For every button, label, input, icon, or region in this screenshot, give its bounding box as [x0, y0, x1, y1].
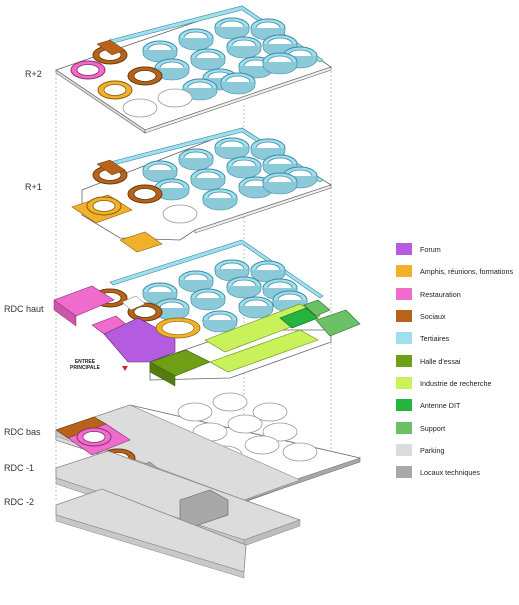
legend-swatch: [396, 265, 412, 277]
legend-item-locaux-techniques: Locaux techniques: [396, 465, 480, 479]
legend-label: Parking: [420, 445, 445, 455]
entrance-label: ENTREE PRINCIPALE: [70, 359, 100, 371]
legend-item-halle-essai: Halle d'essai: [396, 354, 461, 368]
level-label-rdc-m1: RDC -1: [4, 463, 35, 473]
legend-swatch: [396, 243, 412, 255]
level-label-rdc-haut: RDC haut: [4, 304, 44, 314]
legend-item-sociaux: Sociaux: [396, 309, 446, 323]
legend-label: Industrie de recherche: [420, 378, 492, 388]
level-r1-slab: [71, 127, 332, 253]
legend-label: Antenne DIT: [420, 400, 461, 410]
legend-label: Locaux techniques: [420, 467, 480, 477]
level-rdc-haut-slab: [53, 239, 361, 387]
legend-swatch: [396, 355, 412, 367]
level-label-rdc-m2: RDC -2: [4, 497, 35, 507]
legend-item-restauration: Restauration: [396, 287, 461, 301]
legend-item-tertiaires: Tertiaires: [396, 331, 449, 345]
legend-swatch: [396, 444, 412, 456]
legend-swatch: [396, 310, 412, 322]
legend-swatch: [396, 466, 412, 478]
legend-label: Halle d'essai: [420, 356, 461, 366]
legend-item-parking: Parking: [396, 443, 444, 457]
legend-item-industrie: Industrie de recherche: [396, 376, 492, 390]
level-r2-slab: [55, 5, 332, 134]
legend-swatch: [396, 377, 412, 389]
legend-label: Amphis, réunions, formations: [420, 266, 514, 276]
legend-label: Support: [420, 423, 446, 433]
legend-swatch: [396, 332, 412, 344]
legend-label: Restauration: [420, 289, 461, 299]
legend-label: Sociaux: [420, 311, 446, 321]
entrance-line1: ENTREE: [74, 359, 96, 365]
level-rdc-m2-slab: [55, 488, 247, 579]
entrance-line2: PRINCIPALE: [70, 364, 100, 371]
level-label-r1: R+1: [25, 182, 42, 192]
legend-swatch: [396, 399, 412, 411]
legend-swatch: [396, 288, 412, 300]
entrance-arrow-icon: [122, 366, 128, 371]
legend-item-antenne-dit: Antenne DIT: [396, 398, 460, 412]
legend-swatch: [396, 422, 412, 434]
legend-label: Tertiaires: [420, 333, 450, 343]
level-label-rdc-bas: RDC bas: [4, 427, 41, 437]
legend-label: Forum: [420, 244, 441, 254]
level-label-r2: R+2: [25, 69, 42, 79]
legend-item-forum: Forum: [396, 242, 441, 256]
legend-item-amphis: Amphis, réunions, formations: [396, 264, 513, 278]
legend-item-support: Support: [396, 421, 445, 435]
